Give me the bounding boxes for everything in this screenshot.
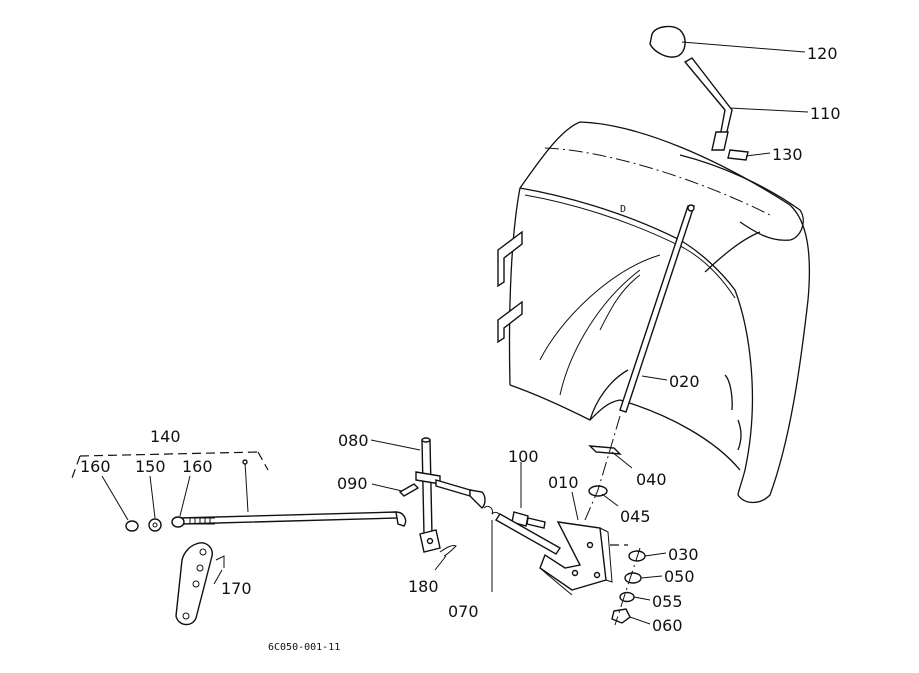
- callout-150: 150: [135, 457, 166, 476]
- callout-060: 060: [652, 616, 683, 635]
- callout-055: 055: [652, 592, 683, 611]
- panel-marker: D: [620, 204, 626, 215]
- callout-010: 010: [548, 473, 579, 492]
- callout-140: 140: [150, 427, 181, 446]
- lower-lever: [175, 542, 225, 626]
- callout-050: 050: [664, 567, 695, 586]
- leader-lines: [101, 41, 809, 625]
- callout-labels: 120 110 130 020 040 045 010 100 030 050 …: [80, 44, 841, 653]
- callout-040: 040: [636, 470, 667, 489]
- long-rod-assembly: [71, 451, 407, 532]
- callout-120: 120: [807, 44, 838, 63]
- shaft-linkage: [398, 437, 561, 557]
- fastener-stack: [611, 547, 646, 626]
- callout-160-right: 160: [182, 457, 213, 476]
- callout-020: 020: [669, 372, 700, 391]
- callout-090: 090: [337, 474, 368, 493]
- bracket: [539, 521, 628, 596]
- callout-030: 030: [668, 545, 699, 564]
- callout-180: 180: [408, 577, 439, 596]
- callout-080: 080: [338, 431, 369, 450]
- callout-170: 170: [221, 579, 252, 598]
- callout-070: 070: [448, 602, 479, 621]
- shift-lever-assembly: [584, 25, 749, 521]
- callout-130: 130: [772, 145, 803, 164]
- callout-045: 045: [620, 507, 651, 526]
- callout-160-left: 160: [80, 457, 111, 476]
- drawing-code: 6C050-001-11: [268, 642, 340, 653]
- dashboard-panel: D: [497, 121, 811, 504]
- callout-110: 110: [810, 104, 841, 123]
- callout-100: 100: [508, 447, 539, 466]
